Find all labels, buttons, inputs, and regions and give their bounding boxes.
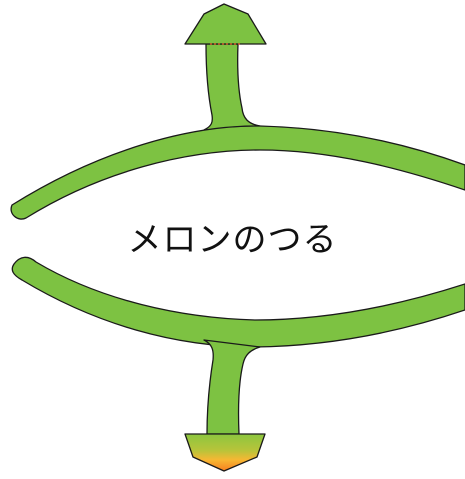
upper-arc [11, 126, 465, 219]
lower-arc [12, 257, 465, 347]
diagram-title: メロンのつる [0, 214, 465, 266]
top-stem [204, 44, 260, 130]
top-arrowhead [185, 4, 266, 44]
bottom-arrowhead [185, 434, 265, 471]
bottom-stem [204, 340, 260, 434]
